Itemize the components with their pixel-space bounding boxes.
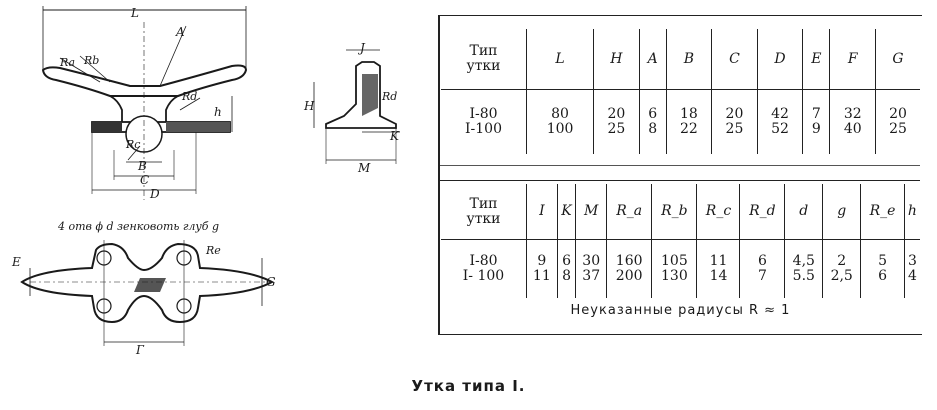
table2-col-Rc: R_c — [696, 184, 740, 240]
label-K: K — [389, 129, 400, 143]
label-C: C — [140, 173, 149, 187]
table2-col-Rb: R_b — [651, 184, 697, 240]
label-Re: Re — [205, 244, 221, 257]
table2-col-K: K — [556, 184, 576, 240]
label-h: h — [214, 105, 222, 119]
figure-caption: Утка типа I. — [411, 377, 526, 395]
table1-col-H: H — [593, 29, 640, 90]
label-L: L — [130, 6, 139, 20]
side-view: J H Rd K M — [303, 41, 400, 175]
label-B: B — [137, 159, 147, 173]
table-frame — [438, 15, 922, 335]
label-holes: 4 отв ϕ d зенковоть глуб g — [57, 220, 219, 233]
table1-col-F: F — [829, 29, 876, 90]
label-Ra: Ra — [59, 56, 75, 69]
label-D: D — [149, 187, 160, 201]
table2-col-Ra: R_a — [606, 184, 652, 240]
label-E: E — [11, 255, 21, 269]
label-F: Г — [135, 343, 145, 357]
label-Rb: Rb — [83, 54, 99, 67]
table2-col-Re: R_e — [860, 184, 905, 240]
label-H: H — [303, 99, 315, 113]
table2-col-d: d — [784, 184, 823, 240]
label-M: M — [357, 161, 371, 175]
table1-col-A: A — [638, 29, 667, 90]
table2-col-M: M — [575, 184, 607, 240]
plan-view: 4 отв ϕ d зенковоть глуб g Re E G Г — [11, 220, 276, 357]
table-divider-bottom — [440, 180, 920, 181]
label-G: G — [266, 275, 276, 289]
label-Rd-front: Rd — [181, 90, 197, 103]
table1-col-B: B — [665, 29, 712, 90]
label-J: J — [357, 41, 366, 55]
table1-col-E: E — [802, 29, 830, 90]
label-A: A — [175, 25, 185, 39]
unspecified-radii-note: Неуказанные радиусы R ≈ 1 — [570, 303, 791, 318]
table2-col-g: g — [822, 184, 861, 240]
table-divider-top — [440, 165, 920, 166]
table1-col-L: L — [525, 29, 594, 90]
table1-col-C: C — [711, 29, 758, 90]
table2-col-h: h — [903, 184, 920, 240]
label-Rc: Rc — [125, 138, 140, 151]
table2-col-I: I — [526, 184, 558, 240]
table2-col-Rd: R_d — [739, 184, 785, 240]
front-view: L Ra Rb A Rd Rc h B C D — [41, 6, 248, 201]
table1-col-D: D — [756, 29, 803, 90]
label-Rd-side: Rd — [381, 90, 397, 103]
table1-col-G: G — [875, 29, 920, 90]
